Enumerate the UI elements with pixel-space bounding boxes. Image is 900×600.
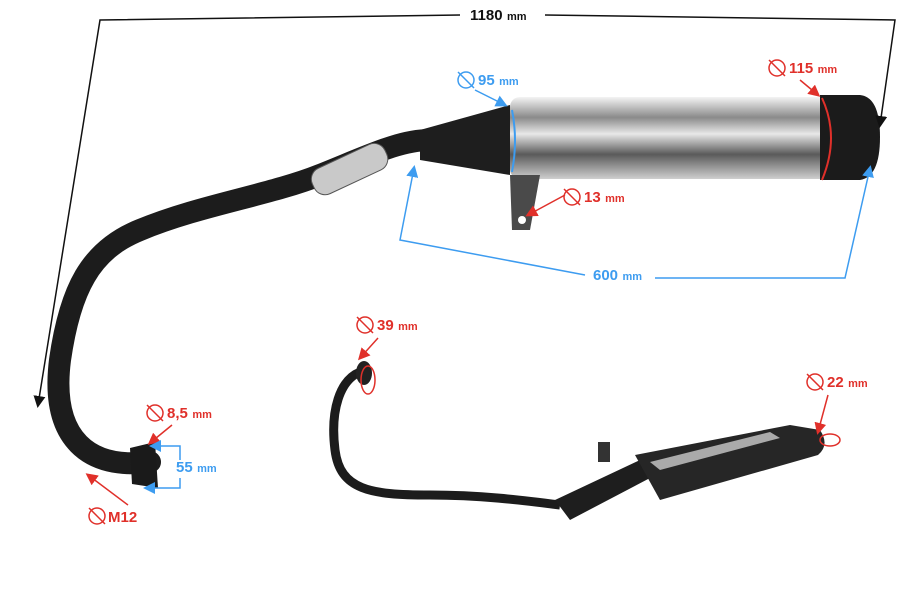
total-length-label: 1180 mm xyxy=(470,7,527,24)
diameter-icon xyxy=(146,404,164,422)
svg-text:600 mm: 600 mm xyxy=(593,267,642,284)
diameter-13-annotation: 13 mm xyxy=(525,188,625,217)
thread-m12-annotation: M12 xyxy=(85,473,137,526)
svg-text:39 mm: 39 mm xyxy=(377,317,418,334)
end-cap xyxy=(820,95,880,180)
svg-text:13 mm: 13 mm xyxy=(584,189,625,206)
svg-text:8,5 mm: 8,5 mm xyxy=(167,405,212,422)
svg-text:M12: M12 xyxy=(108,509,137,526)
length-arrow-left xyxy=(33,14,461,408)
svg-text:22 mm: 22 mm xyxy=(827,374,868,391)
diameter-8-5-annotation: 8,5 mm xyxy=(146,404,212,445)
flange-bracket xyxy=(310,142,389,196)
diameter-icon xyxy=(768,59,786,77)
small-exhaust-image xyxy=(329,361,825,520)
spacing-55-annotation: 55 mm xyxy=(143,440,217,494)
diameter-icon xyxy=(806,373,824,391)
diameter-icon xyxy=(563,188,581,206)
length-arrow-right xyxy=(544,14,896,128)
diameter-icon xyxy=(457,71,475,89)
length-600-annotation: 600 mm xyxy=(399,165,874,284)
svg-text:115 mm: 115 mm xyxy=(789,60,837,77)
svg-text:95 mm: 95 mm xyxy=(478,72,519,89)
diameter-icon xyxy=(88,507,106,525)
diameter-95-annotation: 95 mm xyxy=(457,71,519,173)
diameter-115-annotation: 115 mm xyxy=(768,59,837,181)
diameter-icon xyxy=(356,316,374,334)
diameter-22-annotation: 22 mm xyxy=(806,373,868,447)
chrome-silencer xyxy=(510,97,830,179)
svg-text:55 mm: 55 mm xyxy=(176,459,217,476)
large-exhaust-image xyxy=(47,95,880,488)
diameter-39-annotation: 39 mm xyxy=(356,316,418,395)
